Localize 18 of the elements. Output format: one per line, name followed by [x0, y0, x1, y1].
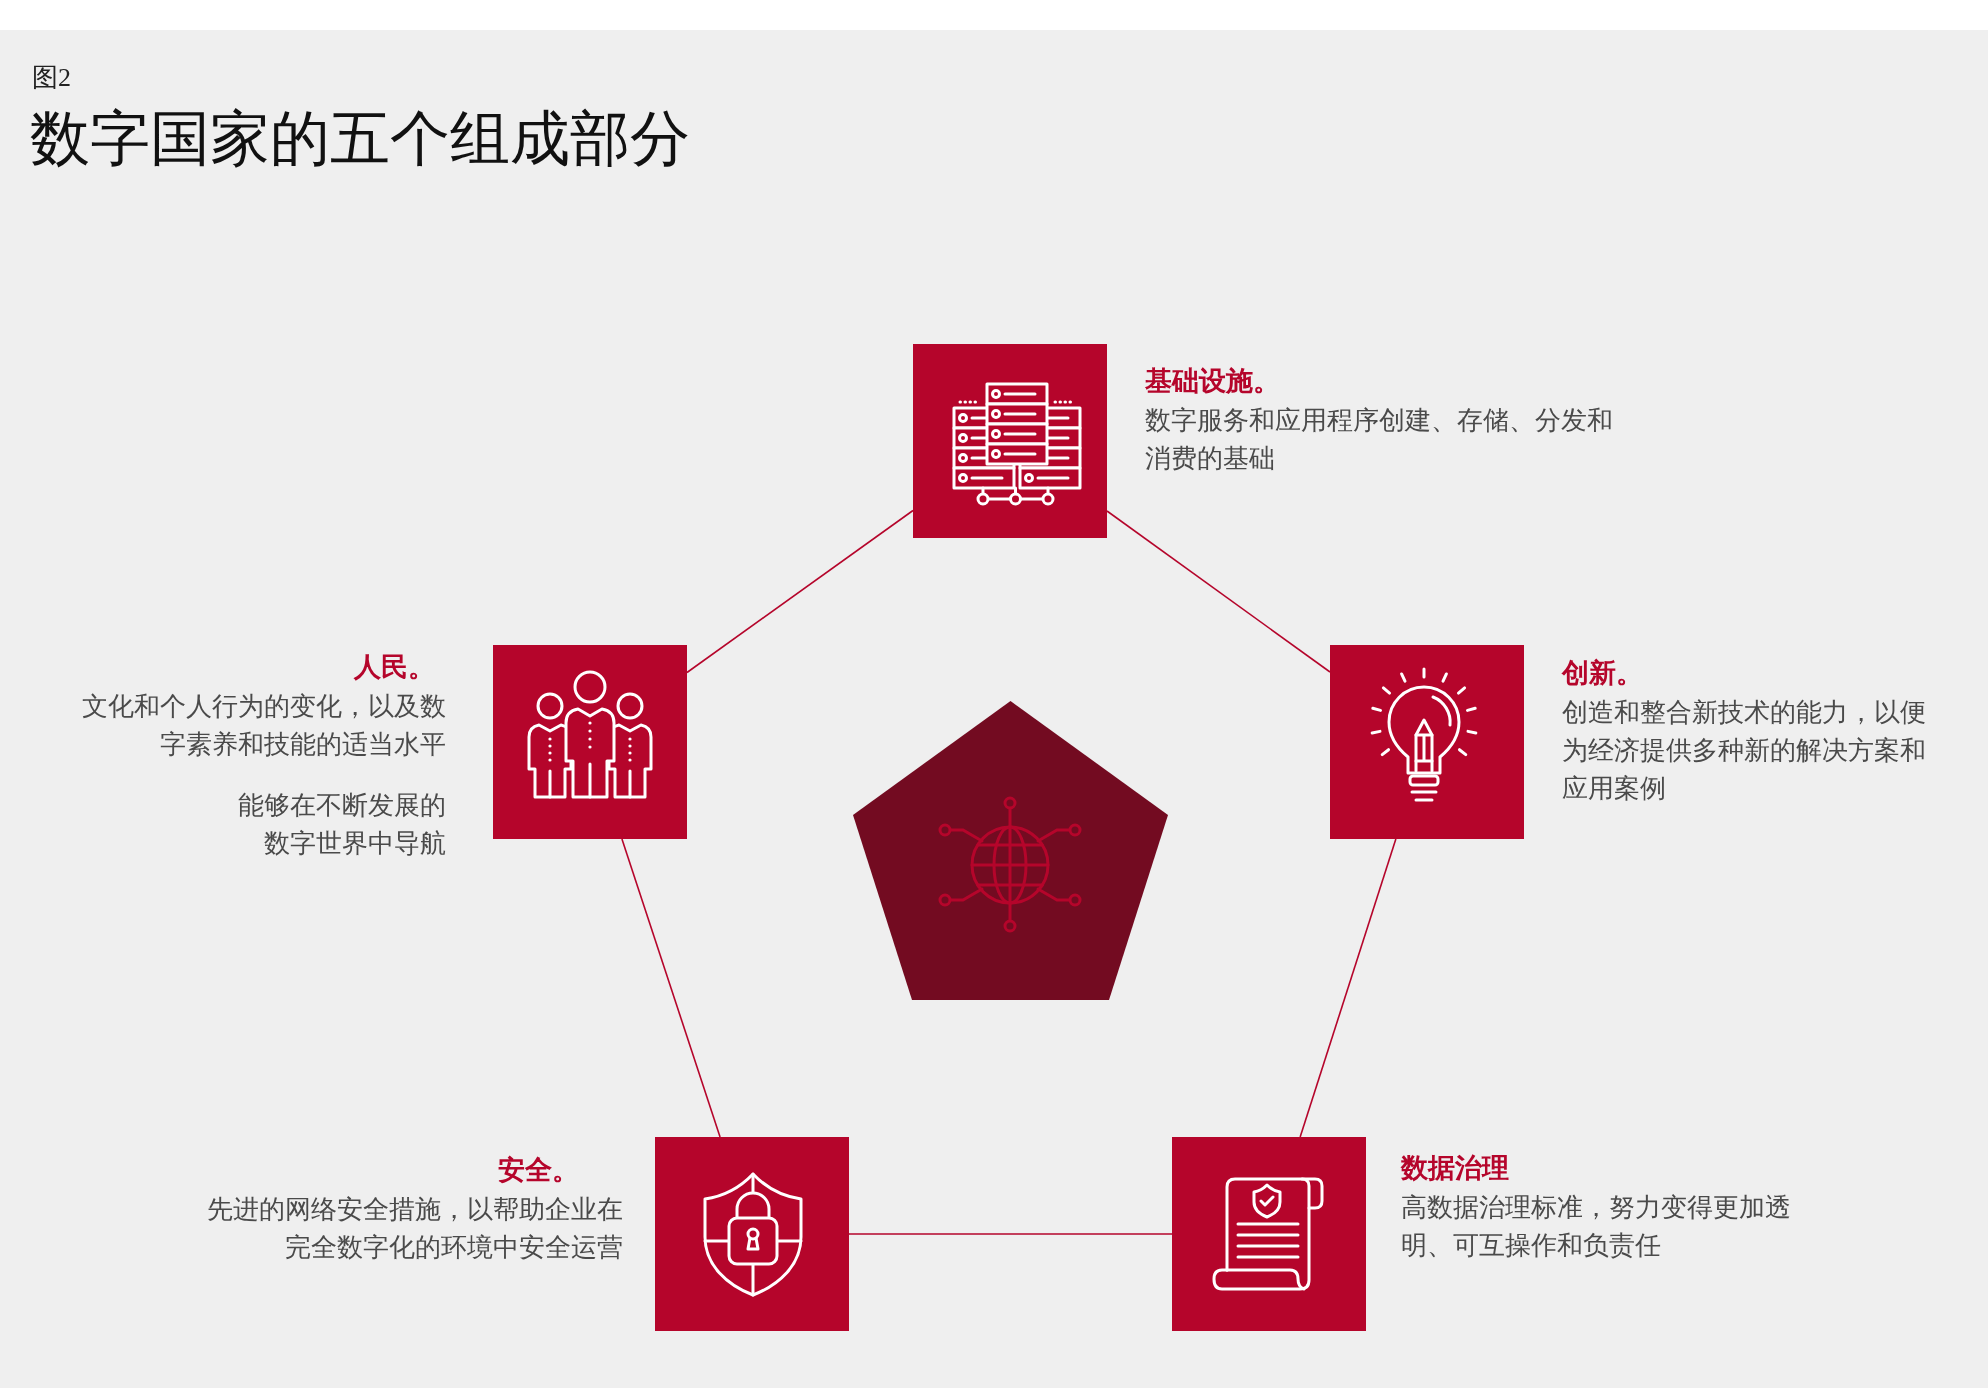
section-heading: 安全。	[498, 1153, 579, 1187]
section-description: 数字服务和应用程序创建、存储、分发和消费的基础	[1145, 404, 1614, 475]
section-heading: 基础设施。	[1145, 364, 1280, 398]
diagram-title: 数字国家的五个组成部分	[30, 105, 690, 174]
section-description: 文化和个人行为的变化，以及数字素养和技能的适当水平	[81, 690, 446, 761]
section-heading: 数据治理	[1401, 1151, 1509, 1185]
connector-line	[1299, 838, 1397, 1138]
figure-number: 图2	[32, 62, 71, 94]
section-description: 创造和整合新技术的能力，以便为经济提供多种新的解决方案和应用案例	[1562, 696, 1927, 805]
section-description: 先进的网络安全措施，以帮助企业在完全数字化的环境中安全运营	[206, 1193, 623, 1264]
section-heading: 人民。	[354, 650, 435, 684]
connector-line	[848, 1233, 1173, 1235]
section-description: 能够在不断发展的数字世界中导航	[237, 789, 446, 860]
connector-line	[621, 838, 721, 1138]
section-description: 高数据治理标准，努力变得更加透明、可互操作和负责任	[1401, 1191, 1792, 1262]
connector-line	[1106, 510, 1331, 673]
section-heading: 创新。	[1562, 656, 1643, 690]
connector-line	[686, 509, 914, 674]
